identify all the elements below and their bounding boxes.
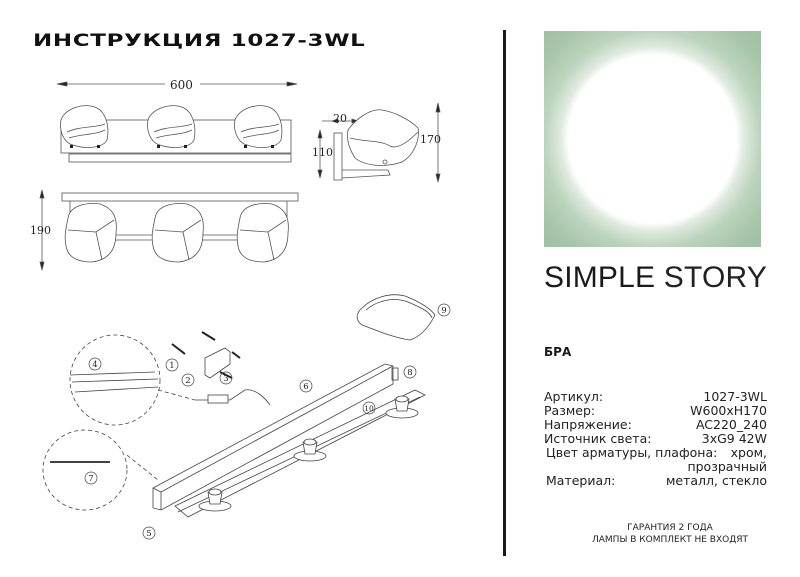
spec-value: хром, [730,445,767,460]
spec-label: Цвет арматуры, плафона: [546,445,718,460]
vertical-divider [503,30,506,556]
callout-5: 5 [146,529,151,539]
spec-label: Артикул: [544,389,604,404]
callout-7: 7 [88,474,93,484]
top-view-svg [39,189,299,271]
brand-name: SIMPLE STORY [544,261,767,295]
callout-6: 6 [303,382,308,392]
height-dimension: 170 [420,133,441,146]
callout-4: 4 [92,360,97,370]
spec-value: прозрачный [687,459,767,474]
assembly-svg: 1 2 3 4 5 6 7 8 9 10 [42,294,451,540]
callout-10: 10 [364,404,374,413]
callout-8: 8 [407,368,412,378]
spec-value: металл, стекло [665,473,767,488]
top-height-dimension: 190 [30,224,51,237]
front-view-svg [56,81,298,163]
brand-name-secondary: STORY [663,261,768,294]
warranty-text: ГАРАНТИЯ 2 ГОДА [627,523,713,533]
spec-value: 1027-3WL [703,389,767,404]
lamps-note: ЛАМПЫ В КОМПЛЕКТ НЕ ВХОДЯТ [591,535,749,545]
spec-value: 3xG9 42W [701,431,767,446]
brand-logo-graphic [544,31,761,247]
callout-1: 1 [169,361,174,371]
spec-label: Материал: [546,473,616,488]
mount-height-dimension: 110 [312,146,333,159]
spec-label: Размер: [544,403,596,418]
product-type: БРА [544,345,572,359]
spec-label: Напряжение: [544,417,632,432]
spec-value: W600xH170 [690,403,767,418]
callout-3: 3 [223,374,228,384]
side-view-svg [317,102,441,183]
callout-2: 2 [185,376,190,386]
spec-label: Источник света: [544,431,652,446]
document-title: ИНСТРУКЦИЯ 1027-3WL [33,31,366,51]
width-dimension: 600 [168,78,195,92]
spec-value: AC220_240 [695,417,767,432]
callout-9: 9 [441,306,446,316]
brand-name-primary: SIMPLE [544,261,656,294]
depth-dimension: 20 [333,112,347,125]
